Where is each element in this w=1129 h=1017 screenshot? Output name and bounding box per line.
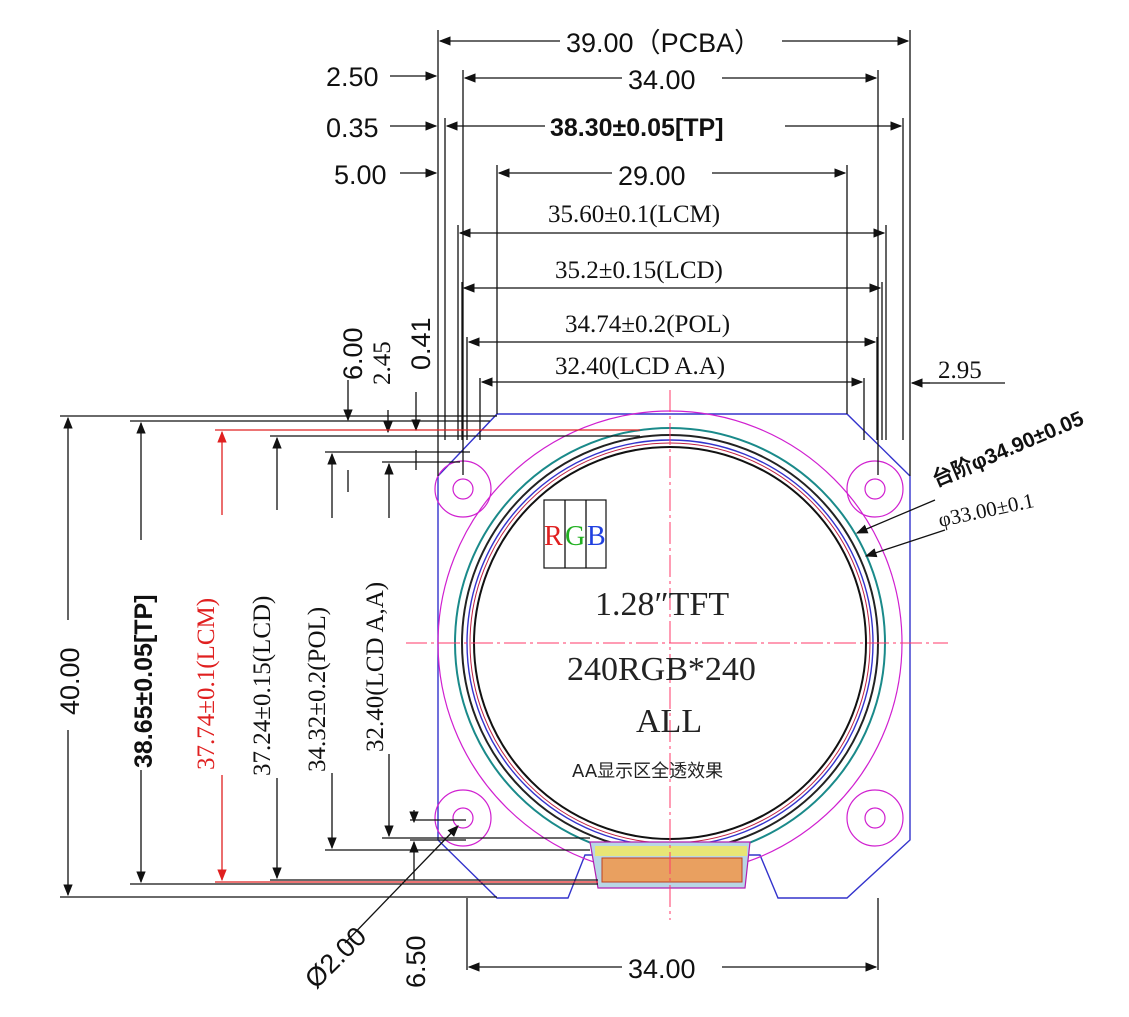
aa-note: AA显示区全透效果	[572, 761, 723, 782]
display-center: R G B 1.28″TFT 240RGB*240 ALL AA显示区全透效果	[543, 499, 756, 782]
dim-v-0-41: 0.41	[406, 317, 436, 370]
dim-offset-5-00: 5.00	[334, 160, 387, 190]
dim-lcm-width: 35.60±0.1(LCM)	[548, 201, 720, 228]
dim-pol-height: 34.32±0.2(POL)	[304, 607, 331, 772]
viewing-label: ALL	[636, 703, 702, 740]
small-vertical-dimensions: 6.00 2.45 0.41	[338, 317, 436, 492]
resolution-label: 240RGB*240	[567, 651, 756, 688]
dim-lcd-height: 37.24±0.15(LCD)	[249, 596, 276, 776]
mount-hole-ring-tr	[846, 460, 904, 518]
dim-aa-width: 32.40(LCD A.A)	[555, 353, 725, 380]
dim-step-diameter: 台阶φ34.90±0.05	[929, 406, 1088, 492]
rgb-b: B	[587, 521, 606, 552]
dim-aa-height: 32.40(LCD A,A)	[362, 582, 389, 752]
top-dimensions: 39.00（PCBA） 34.00 38.30±0.05[TP] 29.00 3…	[326, 25, 1005, 476]
fpc-stiffener	[595, 846, 747, 856]
dim-lcm-height: 37.74±0.1(LCM)	[193, 598, 220, 770]
dim-hole-offset: 6.50	[401, 935, 431, 988]
dim-tp-height: 38.65±0.05[TP]	[130, 594, 158, 768]
dim-pcba-width: 39.00（PCBA）	[566, 28, 761, 58]
mount-hole-br	[864, 807, 886, 829]
fpc-pads	[601, 857, 743, 883]
dim-pol-width: 34.74±0.2(POL)	[565, 311, 730, 338]
mount-hole-ring-br	[846, 789, 904, 847]
dim-lcd-width: 35.2±0.15(LCD)	[555, 257, 723, 284]
dim-tp-width: 38.30±0.05[TP]	[550, 114, 724, 142]
dim-inner-diameter: φ33.00±0.1	[936, 488, 1036, 532]
dim-hole-diameter: Ø2.00	[299, 921, 372, 994]
rgb-g: G	[565, 521, 585, 552]
dim-board-34: 34.00	[628, 65, 696, 95]
rgb-box	[543, 499, 607, 569]
mount-hole-tl	[452, 478, 474, 500]
size-label: 1.28″TFT	[595, 586, 729, 623]
dim-v-6-00: 6.00	[338, 327, 368, 380]
dim-overall-40: 40.00	[55, 647, 85, 715]
pcba-outline-group	[405, 390, 948, 920]
mount-hole-tr	[864, 478, 886, 500]
dim-v-2-45: 2.45	[369, 341, 396, 385]
dim-offset-0-35: 0.35	[326, 113, 379, 143]
dim-offset-2-95: 2.95	[938, 357, 982, 384]
rgb-r: R	[544, 521, 563, 552]
dim-offset-2-50: 2.50	[326, 62, 379, 92]
mount-hole-ring-bl	[434, 789, 492, 847]
mount-hole-bl	[452, 807, 474, 829]
dim-inner-29: 29.00	[618, 161, 686, 191]
left-dimensions: 40.00 38.65±0.05[TP] 37.74±0.1(LCM) 37.2…	[52, 415, 640, 898]
diameter-callouts: 台阶φ34.90±0.05 φ33.00±0.1	[855, 406, 1088, 558]
dim-bottom-34: 34.00	[628, 954, 696, 984]
